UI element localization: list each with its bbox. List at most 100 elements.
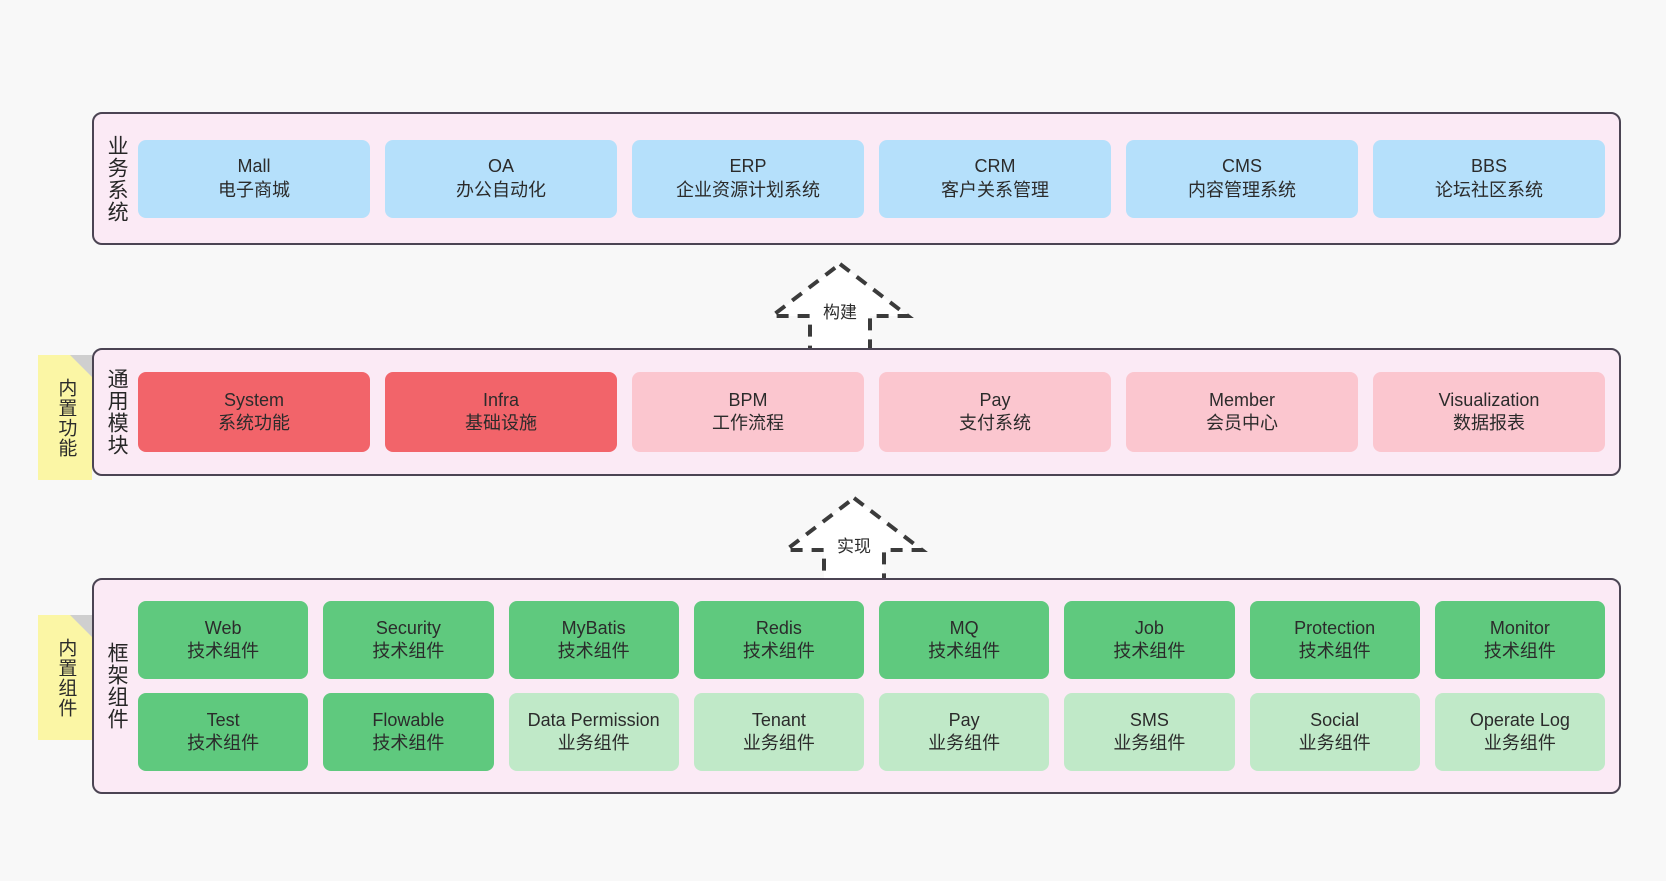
node-infra-name: Infra <box>482 389 520 410</box>
layer-title-framework-component: 框架组件 <box>105 642 129 730</box>
node-row-business: Mall 电子商城 OA 办公自动化 ERP 企业资源计划系统 CRM 客户关系… <box>138 139 1605 218</box>
note-builtin-function-label: 内置功能 <box>55 377 77 458</box>
node-pay-module-desc: 支付系统 <box>959 413 1031 433</box>
node-web-name: Web <box>204 617 242 638</box>
node-flowable-desc: 技术组件 <box>372 733 445 753</box>
layer-body-business-system: Mall 电子商城 OA 办公自动化 ERP 企业资源计划系统 CRM 客户关系… <box>138 114 1619 243</box>
node-mall-name: Mall <box>237 156 271 177</box>
node-crm-name: CRM <box>974 156 1016 177</box>
node-social-name: Social <box>1310 709 1360 730</box>
node-data-permission[interactable]: Data Permission 业务组件 <box>508 693 679 771</box>
node-operate-log-name: Operate Log <box>1469 709 1570 730</box>
node-tenant[interactable]: Tenant 业务组件 <box>693 693 864 771</box>
node-monitor[interactable]: Monitor 技术组件 <box>1434 601 1605 679</box>
node-operate-log-desc: 业务组件 <box>1483 733 1556 753</box>
node-web-desc: 技术组件 <box>187 641 260 661</box>
node-rows-framework: Web 技术组件 Security 技术组件 MyBatis 技术组件 Redi… <box>138 601 1605 771</box>
connector-implement: 实现 <box>774 492 934 588</box>
node-mall[interactable]: Mall 电子商城 <box>138 139 370 218</box>
node-mq-name: MQ <box>949 617 979 638</box>
node-security-desc: 技术组件 <box>372 641 445 661</box>
layer-body-framework-component: Web 技术组件 Security 技术组件 MyBatis 技术组件 Redi… <box>138 580 1619 792</box>
node-pay-component[interactable]: Pay 业务组件 <box>879 693 1050 771</box>
node-cms[interactable]: CMS 内容管理系统 <box>1126 139 1358 218</box>
node-visualization-desc: 数据报表 <box>1453 413 1525 433</box>
node-redis[interactable]: Redis 技术组件 <box>693 601 864 679</box>
node-protection-name: Protection <box>1294 617 1376 638</box>
node-pay-component-desc: 业务组件 <box>928 733 1001 753</box>
connector-implement-label: 实现 <box>837 537 871 556</box>
layer-title-business-system: 业务系统 <box>105 134 129 223</box>
node-test[interactable]: Test 技术组件 <box>138 693 309 771</box>
node-infra[interactable]: Infra 基础设施 <box>385 372 617 452</box>
node-bbs-desc: 论坛社区系统 <box>1435 179 1543 200</box>
node-pay-module[interactable]: Pay 支付系统 <box>879 372 1111 452</box>
node-sms[interactable]: SMS 业务组件 <box>1064 693 1235 771</box>
node-redis-name: Redis <box>755 617 802 638</box>
node-mq[interactable]: MQ 技术组件 <box>879 601 1050 679</box>
node-web[interactable]: Web 技术组件 <box>138 601 309 679</box>
node-social-desc: 业务组件 <box>1298 733 1371 753</box>
node-security-name: Security <box>375 617 441 638</box>
node-visualization[interactable]: Visualization 数据报表 <box>1373 372 1605 452</box>
node-cms-name: CMS <box>1222 156 1262 177</box>
node-oa[interactable]: OA 办公自动化 <box>385 139 617 218</box>
node-test-name: Test <box>206 709 240 730</box>
node-bpm[interactable]: BPM 工作流程 <box>632 372 864 452</box>
node-row-business-components: Test 技术组件 Flowable 技术组件 Data Permission … <box>138 693 1605 771</box>
node-pay-module-name: Pay <box>979 389 1011 410</box>
node-pay-component-name: Pay <box>948 709 980 730</box>
node-bpm-desc: 工作流程 <box>712 413 784 433</box>
node-member-name: Member <box>1208 389 1275 410</box>
node-job-desc: 技术组件 <box>1113 641 1186 661</box>
layer-business-system: 业务系统 Mall 电子商城 OA 办公自动化 ERP 企业资源计划系统 CRM… <box>92 112 1621 245</box>
layer-common-module: 通用模块 System 系统功能 Infra 基础设施 BPM 工作流程 Pay… <box>92 348 1621 476</box>
layer-body-common-module: System 系统功能 Infra 基础设施 BPM 工作流程 Pay 支付系统… <box>138 350 1619 474</box>
node-mybatis-name: MyBatis <box>561 617 626 638</box>
node-bbs[interactable]: BBS 论坛社区系统 <box>1373 139 1605 218</box>
node-tenant-name: Tenant <box>751 709 806 730</box>
node-system[interactable]: System 系统功能 <box>138 372 370 452</box>
node-visualization-name: Visualization <box>1438 389 1540 410</box>
node-system-name: System <box>223 389 284 410</box>
layer-framework-component: 框架组件 Web 技术组件 Security 技术组件 MyBatis 技术组件 <box>92 578 1621 794</box>
note-builtin-component: 内置组件 <box>38 615 92 740</box>
node-member[interactable]: Member 会员中心 <box>1126 372 1358 452</box>
node-sms-desc: 业务组件 <box>1113 733 1186 753</box>
node-tenant-desc: 业务组件 <box>742 733 815 753</box>
node-bpm-name: BPM <box>728 389 768 410</box>
node-data-permission-name: Data Permission <box>527 709 660 730</box>
layer-title-common-module: 通用模块 <box>105 368 129 456</box>
node-row-tech-components: Web 技术组件 Security 技术组件 MyBatis 技术组件 Redi… <box>138 601 1605 679</box>
node-bbs-name: BBS <box>1470 156 1508 177</box>
connector-build: 构建 <box>760 258 920 354</box>
node-sms-name: SMS <box>1129 709 1169 730</box>
node-protection[interactable]: Protection 技术组件 <box>1249 601 1420 679</box>
node-job-name: Job <box>1134 617 1164 638</box>
node-mall-desc: 电子商城 <box>218 179 290 200</box>
node-redis-desc: 技术组件 <box>742 641 815 661</box>
node-erp-name: ERP <box>729 156 767 177</box>
node-infra-desc: 基础设施 <box>465 413 537 433</box>
note-builtin-function: 内置功能 <box>38 355 92 480</box>
note-builtin-component-label: 内置组件 <box>55 637 77 718</box>
node-job[interactable]: Job 技术组件 <box>1064 601 1235 679</box>
node-mybatis-desc: 技术组件 <box>557 641 630 661</box>
node-security[interactable]: Security 技术组件 <box>323 601 494 679</box>
node-social[interactable]: Social 业务组件 <box>1249 693 1420 771</box>
node-mq-desc: 技术组件 <box>928 641 1001 661</box>
node-erp[interactable]: ERP 企业资源计划系统 <box>632 139 864 218</box>
node-erp-desc: 企业资源计划系统 <box>676 179 820 200</box>
node-operate-log[interactable]: Operate Log 业务组件 <box>1434 693 1605 771</box>
node-oa-name: OA <box>487 156 514 177</box>
node-flowable[interactable]: Flowable 技术组件 <box>323 693 494 771</box>
node-system-desc: 系统功能 <box>218 413 290 433</box>
node-monitor-desc: 技术组件 <box>1483 641 1556 661</box>
node-protection-desc: 技术组件 <box>1298 641 1371 661</box>
node-crm-desc: 客户关系管理 <box>941 179 1049 200</box>
node-crm[interactable]: CRM 客户关系管理 <box>879 139 1111 218</box>
node-oa-desc: 办公自动化 <box>456 179 546 200</box>
node-cms-desc: 内容管理系统 <box>1188 179 1296 200</box>
node-mybatis[interactable]: MyBatis 技术组件 <box>508 601 679 679</box>
